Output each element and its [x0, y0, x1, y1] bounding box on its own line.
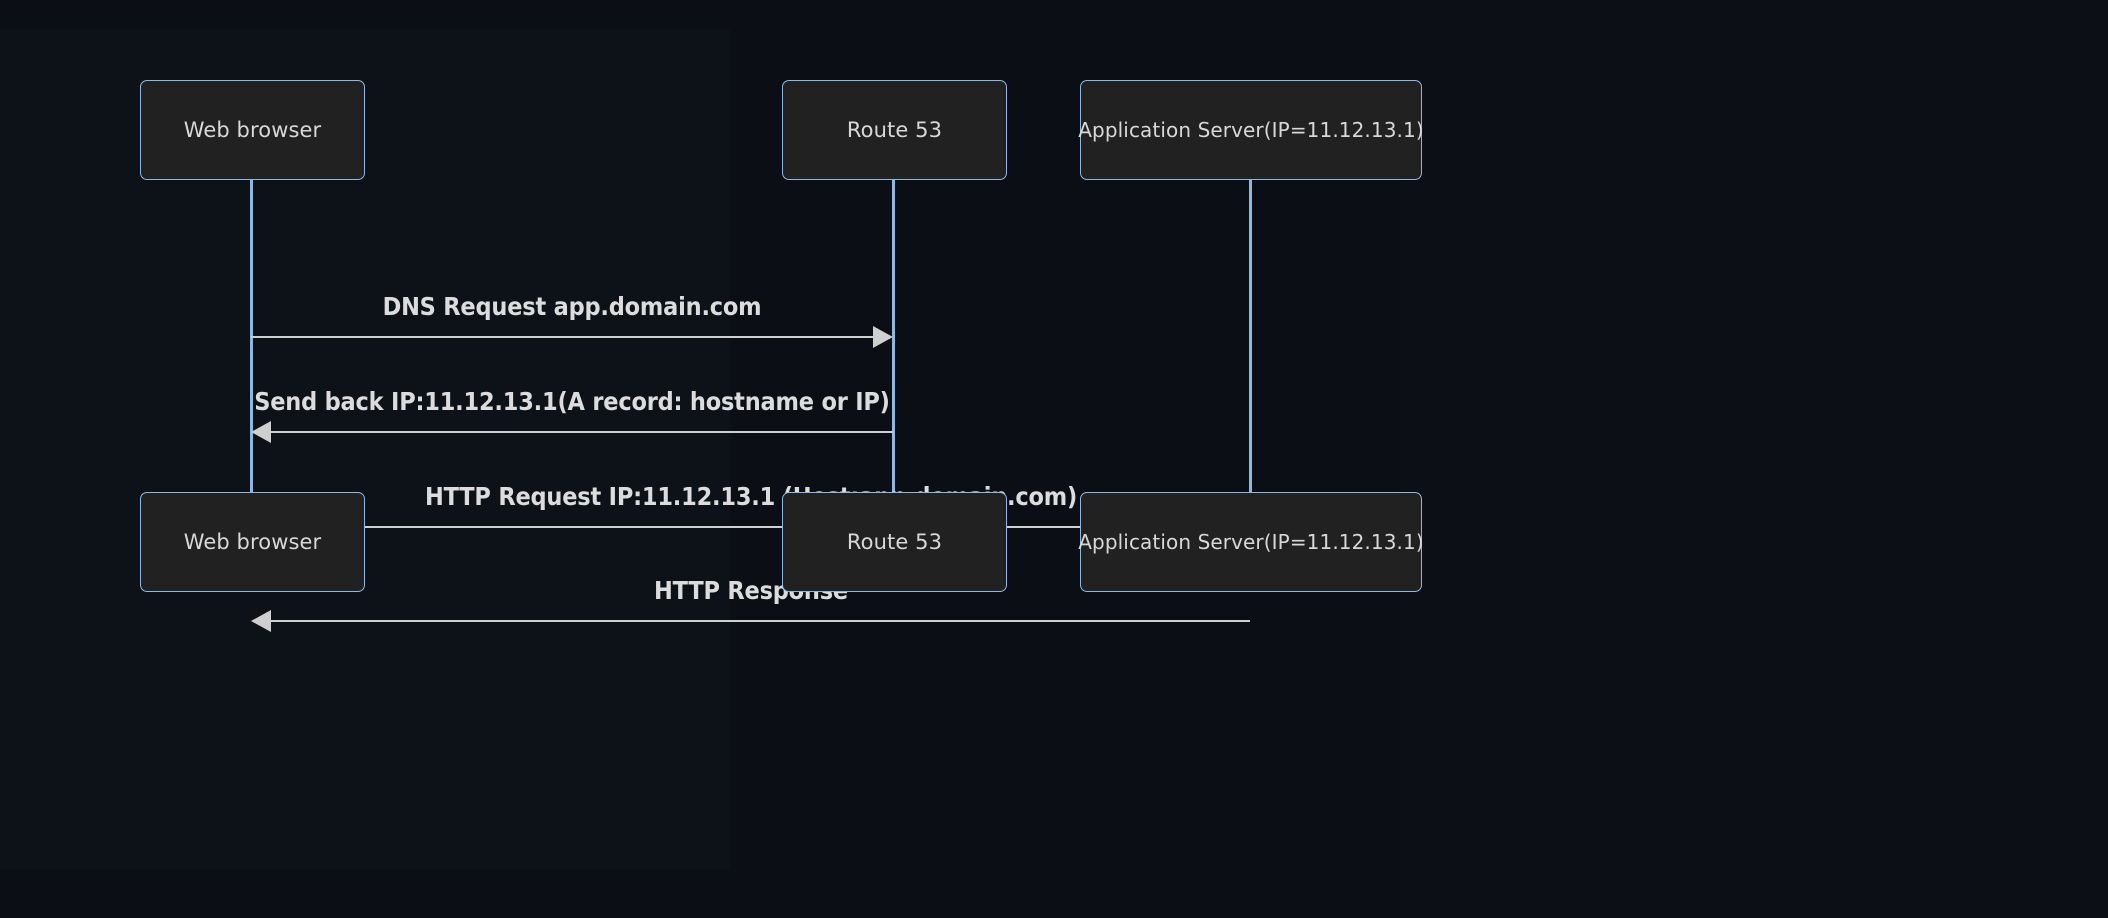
arrowhead-dns-request	[873, 326, 893, 348]
lifeline-appserver	[1249, 180, 1252, 492]
message-line-send-back-ip	[271, 431, 893, 433]
participant-box-route53-bottom[interactable]: Route 53	[782, 492, 1007, 592]
participant-label-browser-top: Web browser	[183, 118, 322, 142]
background-panel-left	[0, 30, 730, 870]
participant-box-appserver-bottom[interactable]: Application Server(IP=11.12.13.1)	[1078, 492, 1424, 592]
participant-label-route53-top: Route 53	[846, 118, 943, 142]
lifeline-route53	[892, 180, 895, 492]
message-label-send-back-ip: Send back IP:11.12.13.1(A record: hostna…	[254, 387, 890, 416]
participant-label-appserver-bottom: Application Server(IP=11.12.13.1)	[1078, 530, 1424, 554]
participant-box-appserver-top[interactable]: Application Server(IP=11.12.13.1)	[1078, 80, 1424, 180]
message-line-http-response	[271, 620, 1250, 622]
participant-box-browser-top[interactable]: Web browser	[140, 80, 365, 180]
participant-box-route53-top[interactable]: Route 53	[782, 80, 1007, 180]
arrowhead-send-back-ip	[251, 421, 271, 443]
participant-box-browser-bottom[interactable]: Web browser	[140, 492, 365, 592]
participant-label-browser-bottom: Web browser	[183, 530, 322, 554]
background-panel-right	[1400, 0, 2108, 918]
participant-label-appserver-top: Application Server(IP=11.12.13.1)	[1078, 118, 1424, 142]
participant-label-route53-bottom: Route 53	[846, 530, 943, 554]
message-label-dns-request: DNS Request app.domain.com	[382, 292, 762, 321]
message-line-dns-request	[251, 336, 873, 338]
message-line-http-request	[251, 526, 1230, 528]
arrowhead-http-response	[251, 610, 271, 632]
